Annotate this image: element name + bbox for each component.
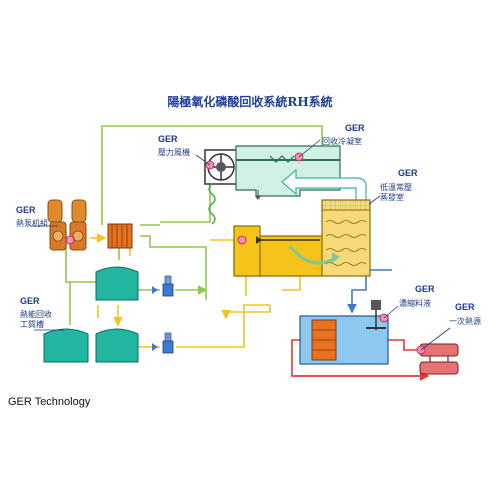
pump-upper xyxy=(152,275,174,297)
pump-lower xyxy=(152,332,174,354)
gerlabel-condenser: GER xyxy=(345,123,365,133)
gerlabel-heat-pump: GER xyxy=(16,205,36,215)
label-concentrate-tank: 濃縮料液 xyxy=(399,299,431,308)
concentrate-tank xyxy=(299,300,389,365)
gerlabel-blower: GER xyxy=(158,134,178,144)
primary-heat-source xyxy=(416,343,459,375)
label-thermal-storage-tanks: 熱能回收 工質槽 xyxy=(20,310,52,329)
plate-heat-exchanger xyxy=(107,223,133,249)
label-recovery-condenser: 回收冷凝室 xyxy=(322,137,362,146)
gerlabel-concentrate: GER xyxy=(415,284,435,294)
gerlabel-evaporator: GER xyxy=(398,168,418,178)
heat-pump-unit xyxy=(47,199,87,251)
storage-tank-left xyxy=(43,328,89,363)
vacuum-blower xyxy=(204,149,240,185)
callout-lines xyxy=(30,139,451,351)
evaporation-chamber xyxy=(233,199,371,277)
label-vacuum-blower: 壓力風機 xyxy=(158,148,190,157)
condenser-coil xyxy=(208,183,216,225)
label-evaporation-chamber: 低溫常壓 蒸發室 xyxy=(380,183,412,202)
recovery-condenser xyxy=(235,145,341,200)
label-primary-heat-source: 一次熱源 xyxy=(449,317,481,326)
footer-brand: GER Technology xyxy=(8,396,91,408)
vapor-flow-arrow xyxy=(281,168,367,206)
storage-tank-upper xyxy=(95,266,139,301)
gerlabel-heat-source: GER xyxy=(455,302,475,312)
storage-tank-right xyxy=(95,328,139,363)
gerlabel-storage: GER xyxy=(20,296,40,306)
label-heat-pump-unit: 熱泵机組 xyxy=(16,219,48,228)
diagram-title: 陽極氧化磷酸回收系統RH系統 xyxy=(167,95,333,109)
